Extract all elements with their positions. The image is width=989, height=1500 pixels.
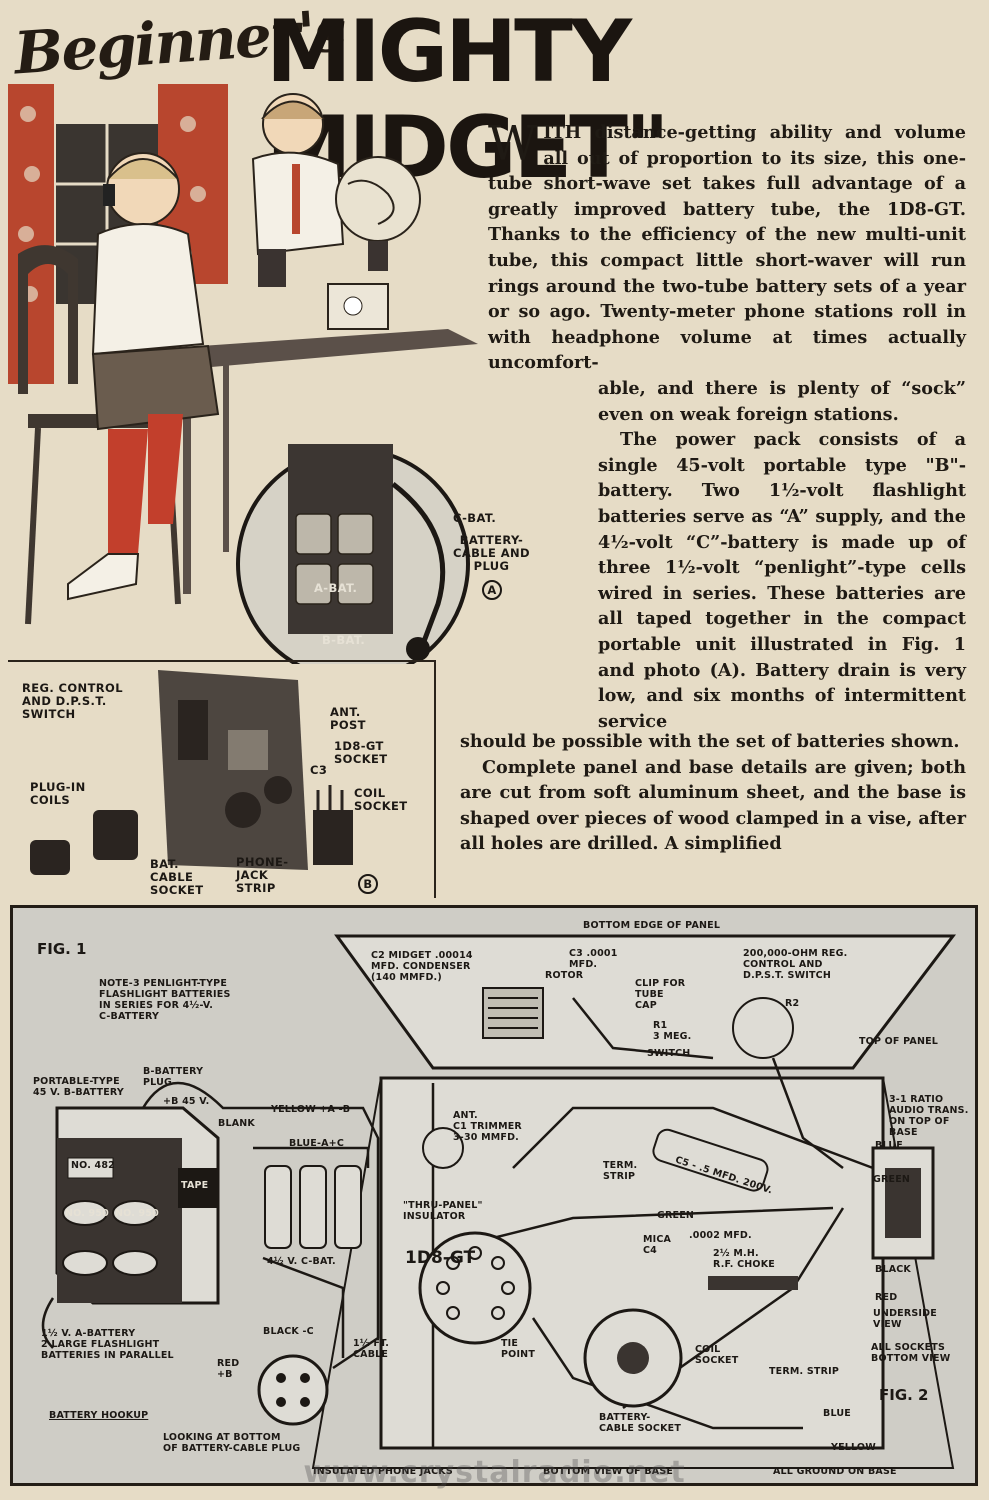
photo-a-label-a-bat: A-BAT. (314, 581, 358, 595)
label-bottom-view: BOTTOM VIEW OF BASE (543, 1466, 674, 1477)
label-red-r: RED (875, 1292, 898, 1303)
label-no950-b: NO. 950 (115, 1208, 159, 1219)
label-switch: SWITCH (647, 1048, 691, 1059)
photo-a-label-cable: BATTERY- CABLE AND PLUG (453, 533, 530, 573)
fig2-label: FIG. 2 (879, 1386, 929, 1404)
photo-b-label-plug-in-coils: PLUG-IN COILS (30, 780, 86, 807)
article-paragraph-intro: ITH distance-getting ability and volume … (488, 122, 966, 374)
photo-divider-vertical (434, 660, 436, 898)
label-term-strip-top: TERM. STRIP (603, 1160, 638, 1182)
photo-b-label-c3: C3 (310, 763, 328, 777)
label-a-battery: 1½ V. A-BATTERY 2 LARGE FLASHLIGHT BATTE… (41, 1328, 174, 1361)
label-r2: R2 (785, 998, 800, 1009)
photo-b-label-bat-cable-socket: BAT. CABLE SOCKET (150, 857, 204, 897)
label-rf-choke: 2½ M.H. R.F. CHOKE (713, 1248, 775, 1270)
photo-a-label-b-bat: B-BAT. (322, 633, 366, 647)
drop-cap: W (488, 116, 538, 172)
label-blank: BLANK (218, 1118, 255, 1129)
article-paragraph-power-pack: The power pack consists of a single 45-v… (598, 429, 966, 732)
watermark: www.crystalradio.net (303, 1455, 686, 1490)
photo-b-label-reg: REG. CONTROL AND D.P.S.T. SWITCH (22, 681, 123, 721)
label-thru-panel: "THRU-PANEL" INSULATOR (403, 1200, 483, 1222)
label-underside: UNDERSIDE VIEW (873, 1308, 937, 1330)
fig1-label: FIG. 1 (37, 940, 87, 958)
label-top-panel: TOP OF PANEL (859, 1036, 939, 1047)
label-black-c: BLACK -C (263, 1326, 314, 1337)
label-b45: +B 45 V. (163, 1096, 210, 1107)
label-yellow-bottom: YELLOW (831, 1442, 876, 1453)
label-ratio: 3-1 RATIO AUDIO TRANS. ON TOP OF BASE (889, 1094, 969, 1138)
label-looking-at: LOOKING AT BOTTOM OF BATTERY-CABLE PLUG (163, 1432, 301, 1454)
article-column-b: able, and there is plenty of “sock” even… (598, 376, 966, 734)
label-bottom-edge: BOTTOM EDGE OF PANEL (583, 920, 721, 931)
label-blue-r: BLUE (875, 1140, 903, 1151)
photo-a-label-c-bat: C-BAT. (453, 511, 497, 525)
label-yellow: YELLOW +A -B (271, 1104, 351, 1115)
wiring-diagram-drawing (41, 934, 957, 1469)
page-title: MIGHTY MIDGET" (266, 2, 670, 198)
label-blue-ac: BLUE-A+C (289, 1138, 344, 1149)
label-c-bat: 4½ V. C-BAT. (267, 1256, 336, 1267)
photo-divider-horizontal (8, 660, 436, 662)
label-c2: C2 MIDGET .00014 MFD. CONDENSER (140 MMF… (371, 950, 473, 983)
label-cable-ft: 1½ FT. CABLE (353, 1338, 390, 1360)
photo-b-label-ant-post: ANT. POST (330, 705, 366, 732)
label-tube: 1D8-GT (405, 1248, 476, 1268)
label-term-strip: TERM. STRIP (769, 1366, 839, 1377)
photo-b-label-coil-socket: COIL SOCKET (354, 786, 408, 813)
label-rotor: ROTOR (545, 970, 584, 981)
label-red-b: RED +B (217, 1358, 240, 1380)
label-r1: R1 3 MEG. (653, 1020, 692, 1042)
wiring-diagram: FIG. 1 FIG. 2 NOTE-3 PENLIGHT-TYPE FLASH… (10, 905, 978, 1486)
label-green-r: GREEN (873, 1174, 911, 1185)
diagram-note: NOTE-3 PENLIGHT-TYPE FLASHLIGHT BATTERIE… (99, 978, 231, 1022)
article-column-c: should be possible with the set of batte… (460, 729, 966, 857)
label-b-plug: B-BATTERY PLUG (143, 1066, 204, 1088)
article-paragraph-batteries: should be possible with the set of batte… (460, 731, 960, 752)
label-reg-200k: 200,000-OHM REG. CONTROL AND D.P.S.T. SW… (743, 948, 848, 981)
label-insulated: INSULATED PHONE JACKS (313, 1466, 453, 1477)
label-tape: TAPE (181, 1180, 209, 1191)
photo-b-marker: B (358, 874, 378, 894)
label-battery-hookup: BATTERY HOOKUP (49, 1410, 149, 1421)
photo-b-label-1d8: 1D8-GT SOCKET (334, 739, 388, 766)
label-no482: NO. 482 (71, 1160, 115, 1171)
illustration-boys-radio (8, 84, 478, 664)
label-coil-socket: COIL SOCKET (695, 1344, 739, 1366)
label-portable-b: PORTABLE-TYPE 45 V. B-BATTERY (33, 1076, 124, 1098)
photo-b-label-phone-jack: PHONE- JACK STRIP (236, 855, 289, 895)
label-tie-point: TIE POINT (501, 1338, 536, 1360)
photo-a-marker: A (482, 580, 502, 600)
label-0002: .0002 MFD. (689, 1230, 752, 1241)
label-ant-trimmer: ANT. C1 TRIMMER 3-30 MMFD. (453, 1110, 522, 1143)
label-all-sockets: ALL SOCKETS BOTTOM VIEW (871, 1342, 951, 1364)
article-paragraph-sock: able, and there is plenty of “sock” even… (598, 378, 966, 425)
label-clip: CLIP FOR TUBE CAP (635, 978, 686, 1011)
label-battery-cable-socket: BATTERY- CABLE SOCKET (599, 1412, 682, 1434)
label-black: BLACK (875, 1264, 911, 1275)
label-c3-diagram: C3 .0001 MFD. (569, 948, 618, 970)
article-paragraph-panel: Complete panel and base details are give… (460, 756, 966, 855)
label-ground: ALL GROUND ON BASE (773, 1466, 897, 1477)
label-no950-a: NO. 950 (65, 1208, 109, 1219)
label-blue-bottom: BLUE (823, 1408, 851, 1419)
label-green: GREEN (657, 1210, 695, 1221)
label-mica: MICA C4 (643, 1234, 672, 1256)
photo-b-chassis (30, 670, 353, 875)
